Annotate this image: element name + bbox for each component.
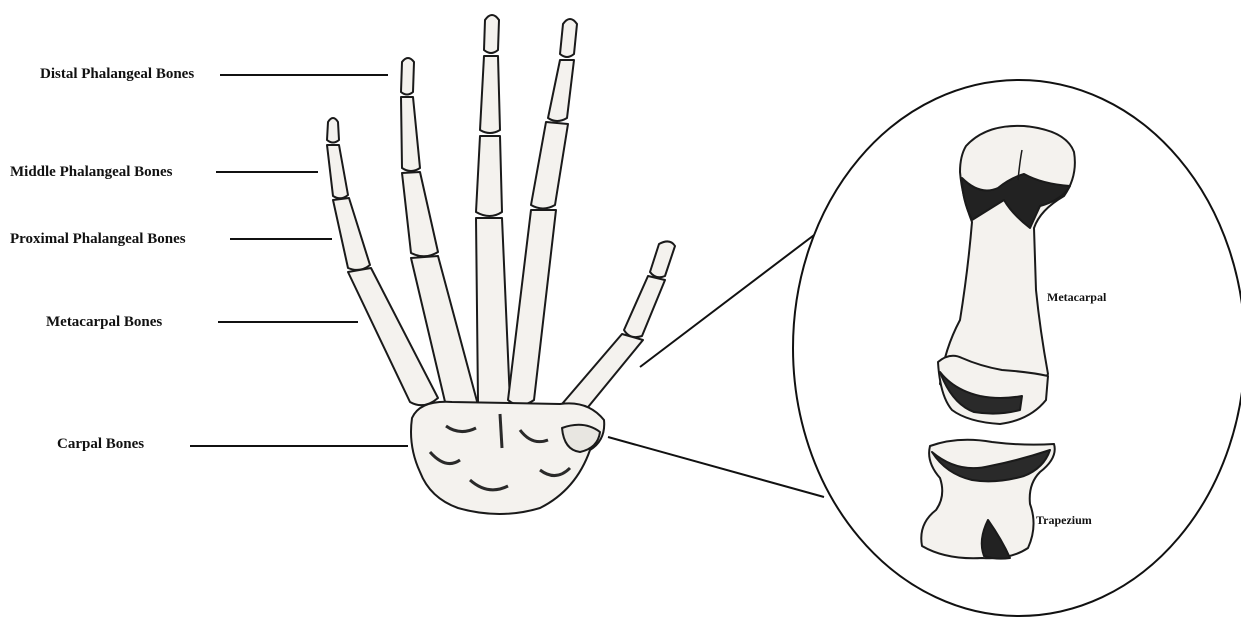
thumb bbox=[562, 241, 675, 413]
ring-proximal-phalanx bbox=[402, 172, 438, 256]
thumb-metacarpal bbox=[562, 334, 643, 413]
little-distal-phalanx bbox=[327, 118, 339, 143]
index-middle-phalanx bbox=[548, 60, 574, 121]
middle-metacarpal bbox=[476, 218, 510, 407]
index-finger bbox=[508, 19, 577, 405]
middle-middle-phalanx bbox=[480, 56, 500, 133]
thumb-distal-phalanx bbox=[650, 241, 675, 277]
hand-skeleton bbox=[327, 15, 675, 514]
index-metacarpal bbox=[508, 210, 556, 405]
label-middle-phalangeal-bones: Middle Phalangeal Bones bbox=[10, 164, 173, 181]
little-middle-phalanx bbox=[327, 145, 348, 198]
carpal-cluster bbox=[411, 402, 604, 514]
zoom-line-lower bbox=[608, 437, 824, 497]
label-detail-metacarpal: Metacarpal bbox=[1047, 290, 1106, 305]
label-metacarpal-bones: Metacarpal Bones bbox=[46, 314, 162, 331]
label-carpal-bones: Carpal Bones bbox=[57, 436, 144, 453]
middle-proximal-phalanx bbox=[476, 136, 502, 216]
label-distal-phalangeal-bones: Distal Phalangeal Bones bbox=[40, 66, 194, 83]
middle-distal-phalanx bbox=[484, 15, 499, 53]
carpal-bones-mass bbox=[411, 402, 604, 514]
label-detail-trapezium: Trapezium bbox=[1036, 513, 1092, 528]
ring-middle-phalanx bbox=[401, 97, 420, 171]
little-proximal-phalanx bbox=[333, 198, 370, 270]
label-proximal-phalangeal-bones: Proximal Phalangeal Bones bbox=[10, 231, 186, 248]
ring-distal-phalanx bbox=[401, 58, 414, 95]
middle-finger bbox=[476, 15, 510, 407]
index-distal-phalanx bbox=[560, 19, 577, 57]
thumb-proximal-phalanx bbox=[624, 276, 665, 337]
carpal-shadow-5 bbox=[500, 414, 502, 448]
index-proximal-phalanx bbox=[531, 122, 568, 209]
